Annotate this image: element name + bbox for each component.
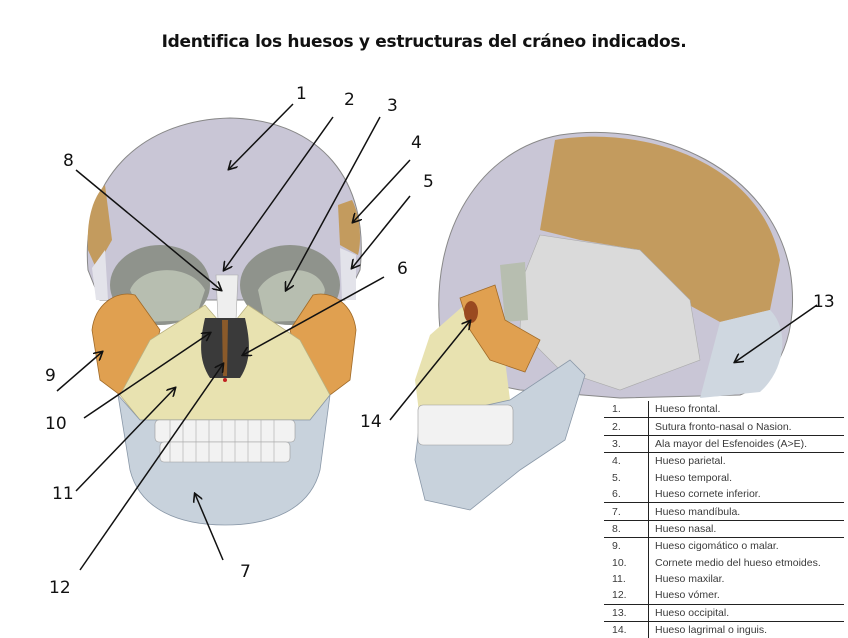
legend-num: 9.: [604, 537, 649, 555]
legend-row: 6.Hueso cornete inferior.: [604, 485, 844, 504]
legend-row: 2.Sutura fronto-nasal o Nasion.: [604, 417, 844, 436]
label-6: 6: [397, 259, 408, 279]
label-10: 10: [45, 414, 67, 434]
legend-num: 7.: [604, 502, 649, 521]
legend-num: 14.: [604, 621, 649, 638]
legend-text: Hueso maxilar.: [655, 573, 725, 586]
legend-row: 1.Hueso frontal.: [604, 401, 844, 419]
legend-num: 2.: [604, 417, 649, 436]
legend-text: Cornete medio del hueso etmoides.: [655, 556, 821, 569]
legend-text: Hueso nasal.: [648, 520, 844, 539]
legend-text: Hueso occipital.: [648, 604, 844, 623]
legend-text: Ala mayor del Esfenoides (A>E).: [648, 435, 844, 454]
label-8: 8: [63, 151, 74, 171]
legend-text: Hueso frontal.: [648, 401, 844, 419]
legend-table: 1.Hueso frontal. 2.Sutura fronto-nasal o…: [604, 401, 844, 638]
legend-num: 6.: [604, 485, 649, 504]
legend-num: 8.: [604, 520, 649, 539]
label-5: 5: [423, 172, 434, 192]
legend-text: Hueso mandíbula.: [648, 502, 844, 521]
legend-num: 5.: [604, 469, 649, 486]
legend-num: 13.: [604, 604, 649, 623]
legend-text: Sutura fronto-nasal o Nasion.: [648, 417, 844, 436]
label-1: 1: [296, 84, 307, 104]
label-9: 9: [45, 366, 56, 386]
legend-text: Hueso temporal.: [655, 471, 733, 484]
label-4: 4: [411, 133, 422, 153]
label-11: 11: [52, 484, 74, 504]
legend-row: 11. Hueso maxilar.: [604, 570, 844, 588]
legend-row: 8.Hueso nasal.: [604, 520, 844, 539]
label-2: 2: [344, 90, 355, 110]
legend-row: 5. Hueso temporal.: [604, 469, 844, 486]
legend-num: 4.: [604, 452, 649, 470]
legend-row: 4. Hueso parietal.: [604, 452, 844, 470]
legend-row: 13.Hueso occipital.: [604, 604, 844, 623]
legend-text: Hueso cornete inferior.: [648, 485, 844, 504]
label-13: 13: [813, 292, 835, 312]
legend-row: 10. Cornete medio del hueso etmoides.: [604, 554, 844, 571]
page-title: Identifica los huesos y estructuras del …: [161, 32, 687, 52]
legend-num: 1.: [604, 401, 649, 419]
legend-row: 12.Hueso vómer.: [604, 587, 844, 605]
front-skull: [86, 117, 362, 526]
side-skull: [414, 131, 794, 511]
legend-row: 7.Hueso mandíbula.: [604, 502, 844, 521]
legend-row: 3.Ala mayor del Esfenoides (A>E).: [604, 435, 844, 454]
label-3: 3: [387, 96, 398, 116]
label-12: 12: [49, 578, 71, 598]
legend-text: Hueso parietal.: [655, 455, 726, 468]
legend-num: 3.: [604, 435, 649, 454]
legend-text: Hueso lagrimal o inguis.: [655, 624, 768, 637]
legend-text: Hueso vómer.: [648, 587, 844, 605]
label-14: 14: [360, 412, 382, 432]
pointer-arrows: [56, 103, 818, 571]
legend-num: 10.: [604, 554, 649, 571]
legend-row: 14. Hueso lagrimal o inguis.: [604, 621, 844, 638]
legend-num: 11.: [604, 570, 649, 588]
legend-num: 12.: [604, 587, 649, 605]
label-7: 7: [240, 562, 251, 582]
legend-text: Hueso cigomático o malar.: [655, 540, 779, 553]
legend-row: 9. Hueso cigomático o malar.: [604, 537, 844, 555]
